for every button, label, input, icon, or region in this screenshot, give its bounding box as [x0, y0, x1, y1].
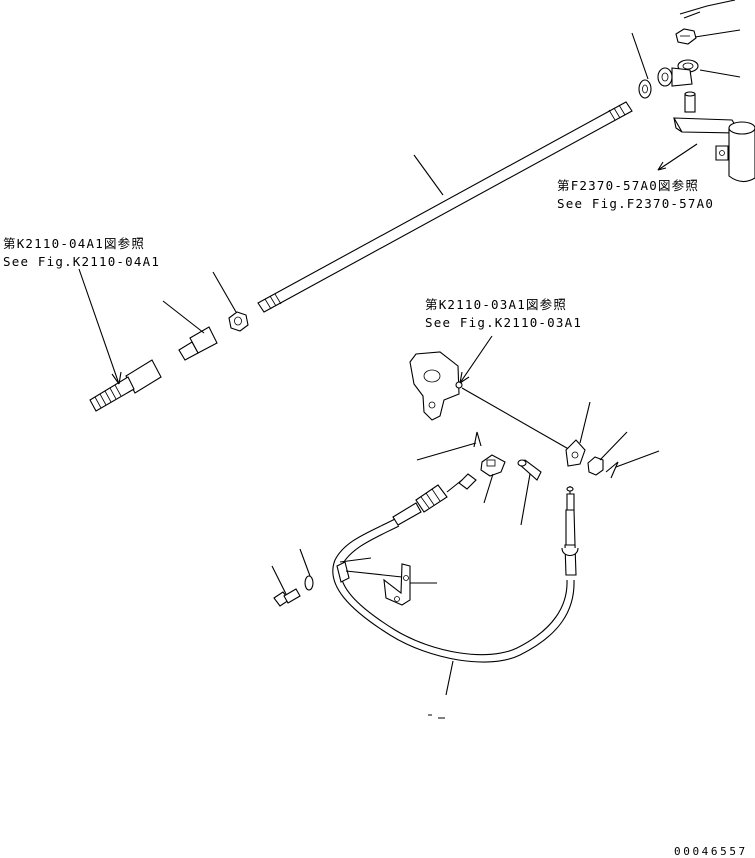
rod-end-assembly	[565, 401, 660, 479]
control-cable	[271, 473, 579, 719]
clevis-group	[416, 431, 542, 526]
reference-k2110-04-jp: 第K2110-04A1図参照	[3, 236, 146, 251]
arm-assembly	[631, 0, 755, 183]
reference-k2110-04-en: See Fig.K2110-04A1	[3, 254, 161, 269]
mounting-bracket	[409, 335, 573, 452]
long-rod	[257, 101, 633, 313]
reference-k2110-03-jp: 第K2110-03A1図参照	[425, 297, 568, 312]
reference-f2370-en: See Fig.F2370-57A0	[557, 196, 715, 211]
drawing-number: 00046557	[674, 845, 748, 858]
reference-f2370-jp: 第F2370-57A0図参照	[557, 178, 700, 193]
cable-end-assembly	[78, 268, 249, 412]
reference-k2110-03-en: See Fig.K2110-03A1	[425, 315, 583, 330]
